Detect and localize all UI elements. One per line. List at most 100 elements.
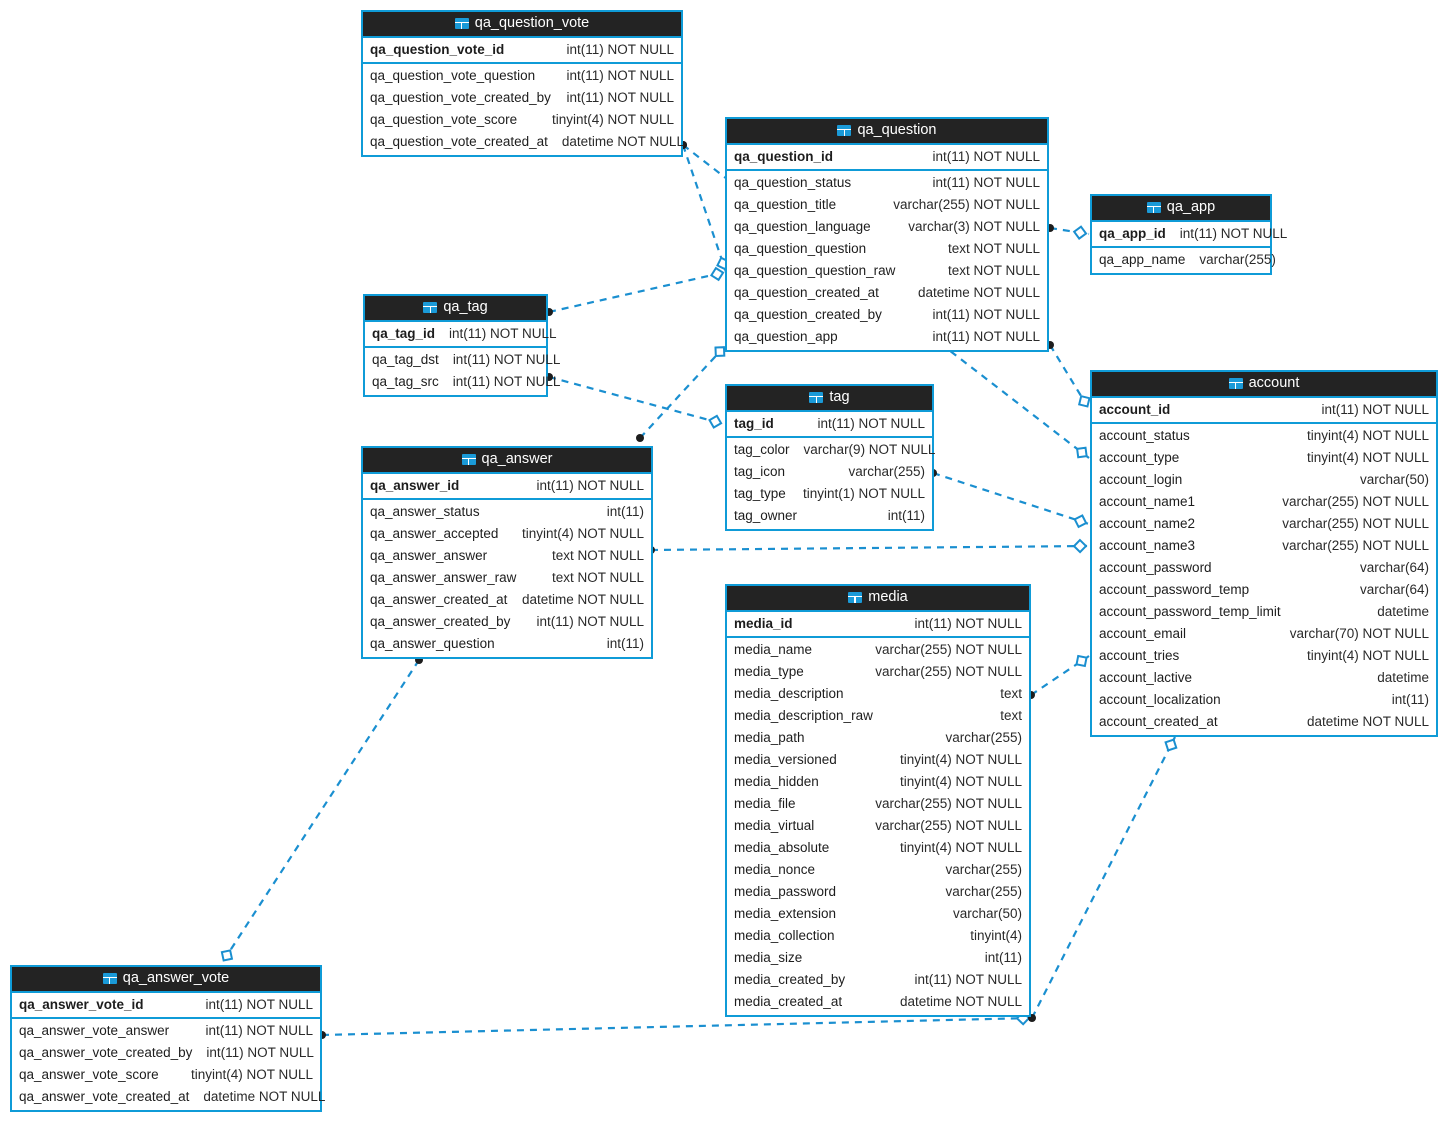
column-name: account_name1 — [1099, 494, 1196, 509]
column-type: int(11) NOT NULL — [1179, 226, 1288, 241]
column-name: qa_app_name — [1099, 252, 1186, 267]
entity-header[interactable]: qa_answer_vote — [12, 967, 320, 993]
column-type: tinyint(4) — [970, 928, 1022, 943]
column-type: int(11) NOT NULL — [932, 149, 1040, 164]
entity-header[interactable]: qa_question_vote — [363, 12, 681, 38]
column-type: datetime NOT NULL — [203, 1089, 326, 1104]
column-name: qa_question_question_raw — [734, 263, 896, 278]
relationship-edge — [1046, 224, 1090, 240]
column-name: qa_answer_status — [370, 504, 480, 519]
column-type: varchar(255) NOT NULL — [1282, 494, 1429, 509]
column-name: qa_answer_vote_answer — [19, 1023, 170, 1038]
column-type: int(11) NOT NULL — [536, 478, 644, 493]
column-name: qa_answer_accepted — [370, 526, 499, 541]
column-row: media_collection tinyint(4) — [727, 925, 1029, 947]
entity-title: qa_question — [857, 122, 937, 138]
column-name: media_collection — [734, 928, 835, 943]
entity-header[interactable]: qa_answer — [363, 448, 651, 474]
column-type: int(11) — [606, 636, 644, 651]
column-name: tag_type — [734, 486, 786, 501]
column-name: account_tries — [1099, 648, 1180, 663]
entity-header[interactable]: qa_question — [727, 119, 1047, 145]
column-name: qa_tag_src — [372, 374, 439, 389]
table-icon — [1146, 202, 1161, 213]
column-type: varchar(3) NOT NULL — [908, 219, 1040, 234]
column-name: media_virtual — [734, 818, 815, 833]
column-name: qa_question_status — [734, 175, 852, 190]
column-type: text NOT NULL — [947, 241, 1040, 256]
edge-line — [1030, 655, 1090, 696]
column-type: int(11) NOT NULL — [817, 416, 925, 431]
entity-header[interactable]: account — [1092, 372, 1436, 398]
column-type: datetime — [1377, 604, 1429, 619]
relationship-edge — [1027, 654, 1090, 699]
entity-header[interactable]: tag — [727, 386, 932, 412]
edge-line — [1049, 226, 1090, 236]
relationship-edge — [636, 344, 727, 442]
column-type: varchar(255) — [945, 730, 1022, 745]
edge-line — [548, 375, 725, 426]
relationship-edge — [220, 656, 423, 964]
column-type: datetime — [1377, 670, 1429, 685]
column-type: datetime NOT NULL — [899, 994, 1022, 1009]
column-type: tinyint(4) NOT NULL — [1306, 428, 1429, 443]
column-type: varchar(255) NOT NULL — [875, 664, 1022, 679]
column-name: account_id — [1099, 402, 1171, 417]
column-name: media_extension — [734, 906, 837, 921]
edge-line — [1031, 736, 1176, 1019]
column-name: qa_answer_created_by — [370, 614, 511, 629]
entity-title: qa_tag — [443, 299, 488, 315]
column-name: qa_question_title — [734, 197, 837, 212]
entity-header[interactable]: qa_app — [1092, 196, 1270, 222]
column-type: int(11) — [887, 508, 925, 523]
column-name: media_password — [734, 884, 837, 899]
column-name: qa_question_language — [734, 219, 871, 234]
table-icon — [837, 125, 852, 136]
entity-title: qa_answer — [481, 451, 553, 467]
column-name: media_hidden — [734, 774, 819, 789]
column-name: qa_question_vote_created_by — [370, 90, 551, 105]
entity-title: qa_app — [1166, 199, 1216, 215]
column-name: qa_answer_answer — [370, 548, 488, 563]
entity-header[interactable]: qa_tag — [365, 296, 546, 322]
entity-table-account[interactable]: account account_id int(11) NOT NULL account… — [1090, 370, 1438, 737]
entity-header[interactable]: media — [727, 586, 1029, 612]
column-type: int(11) NOT NULL — [1321, 402, 1429, 417]
column-type: tinyint(4) NOT NULL — [1306, 648, 1429, 663]
